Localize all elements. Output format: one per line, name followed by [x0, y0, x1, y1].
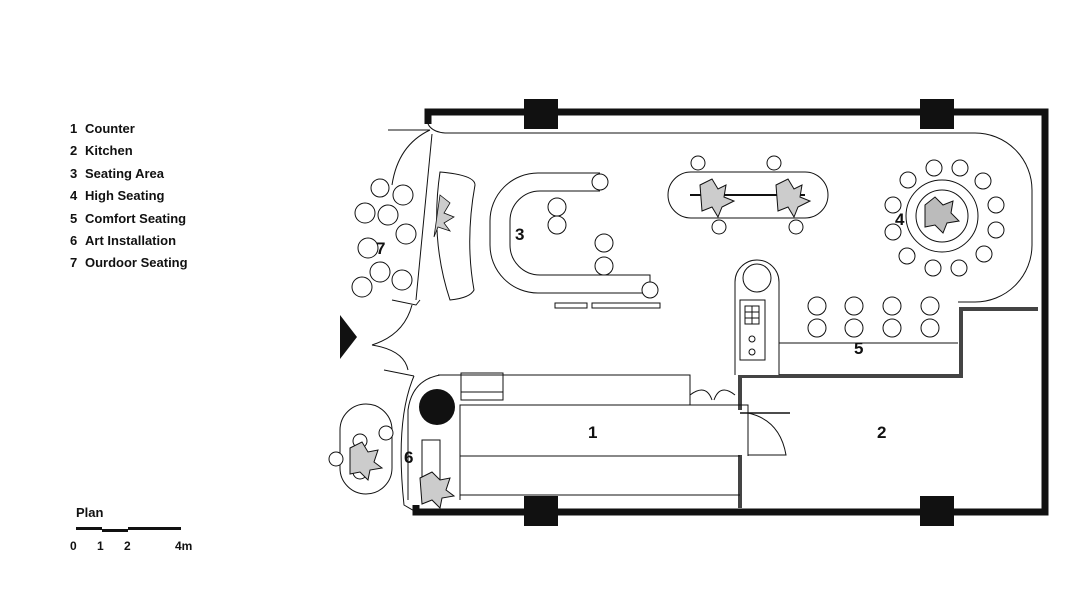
zone-label-high-seating: 4 [895, 210, 905, 229]
scale-tick-2: 2 [124, 539, 131, 553]
art-installation [419, 439, 456, 510]
exterior-walls [412, 108, 1049, 516]
interior-outline [427, 123, 1033, 303]
zone-label-counter: 1 [588, 423, 597, 442]
scale-tick-4m: 4m [175, 539, 193, 553]
high-seating [884, 159, 1005, 277]
zone-label-outdoor-seating: 7 [376, 239, 385, 258]
outdoor-seating [351, 171, 476, 301]
seating-area [489, 172, 661, 309]
entrance-arrow-icon [340, 315, 357, 359]
outdoor-planter [328, 403, 394, 495]
columns [524, 99, 954, 526]
scale-tick-0: 0 [70, 539, 77, 553]
plant-icon [433, 194, 455, 238]
kitchen-walls [738, 307, 1038, 508]
long-table [667, 155, 829, 235]
scale-title: Plan [76, 505, 104, 520]
zone-label-seating-area: 3 [515, 225, 524, 244]
counter [407, 372, 787, 500]
round-column-icon [419, 389, 455, 425]
scale-bar [76, 527, 181, 532]
entrance-facade [371, 129, 433, 513]
zone-label-art-installation: 6 [404, 448, 413, 467]
zone-label-comfort-seating: 5 [854, 339, 863, 358]
zone-labels: 1 2 3 4 5 6 7 [376, 210, 905, 467]
zone-label-kitchen: 2 [877, 423, 886, 442]
comfort-seating [734, 259, 958, 375]
scale-tick-1: 1 [97, 539, 104, 553]
